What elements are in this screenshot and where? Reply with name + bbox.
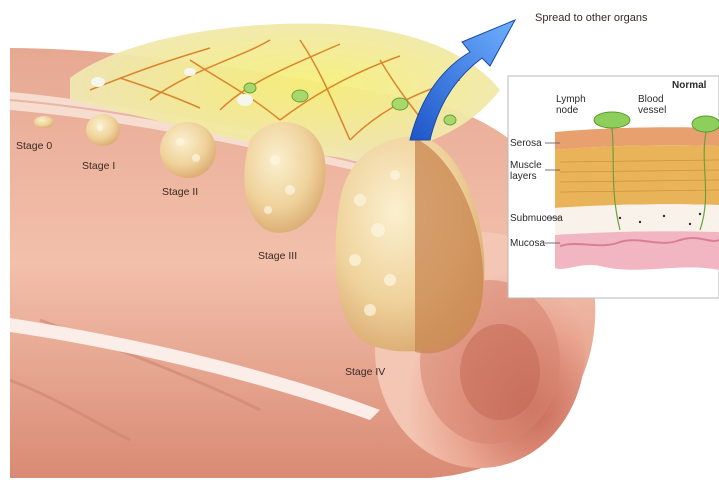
inset-layers (555, 112, 719, 270)
inset-label-blood-vessel: Blood vessel (638, 94, 678, 116)
inset-label-serosa: Serosa (510, 138, 542, 149)
stage-4-label: Stage IV (345, 366, 385, 378)
inset-title: Normal (672, 80, 706, 91)
inset-label-mucosa: Mucosa (510, 238, 545, 249)
stage-3-label: Stage III (258, 250, 297, 262)
tumor-stage-2 (160, 122, 216, 178)
tumor-stage-0 (34, 116, 54, 128)
spread-label: Spread to other organs (535, 12, 648, 24)
stage-2-label: Stage II (162, 186, 198, 198)
inset-label-lymph-node: Lymph node (556, 94, 596, 116)
tumor-stage-1 (86, 114, 120, 146)
stage-1-label: Stage I (82, 160, 115, 172)
inset-label-muscle-layers: Muscle layers (510, 160, 550, 182)
inset-label-submucosa: Submucosa (510, 213, 563, 224)
stage-0-label: Stage 0 (16, 140, 52, 152)
